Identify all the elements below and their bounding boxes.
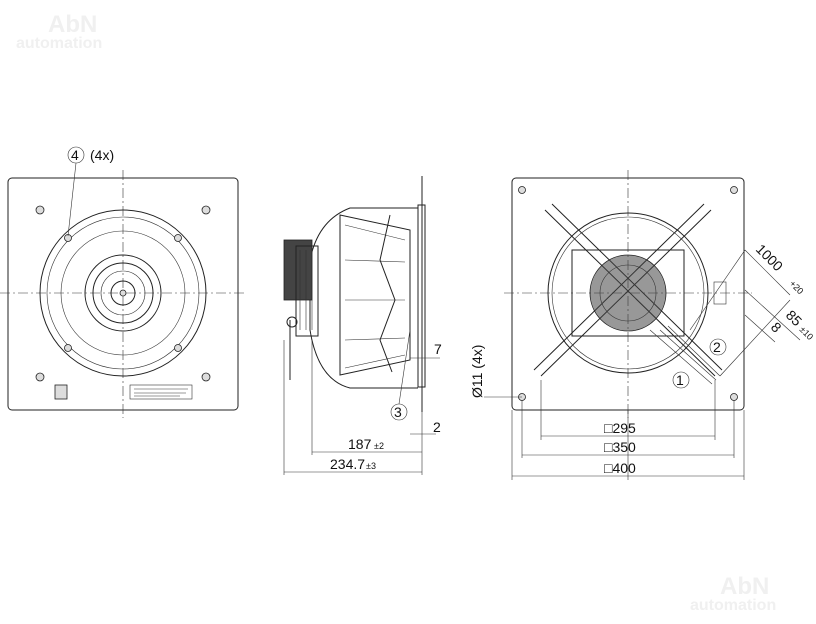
cable-dimensions: 1000 +20 85 ±10 8 xyxy=(649,241,816,385)
svg-text:1000: 1000 xyxy=(753,241,786,274)
svg-text:7: 7 xyxy=(434,341,442,357)
svg-text:AbN: AbN xyxy=(48,11,97,38)
label-sticker xyxy=(54,384,68,400)
front-view: 4 (4x) xyxy=(0,146,246,418)
svg-text:3: 3 xyxy=(394,404,402,420)
svg-text:automation: automation xyxy=(16,35,102,52)
svg-text:□350: □350 xyxy=(604,439,636,455)
side-view: 3 7 2 187 ±2 234.7 ±3 xyxy=(283,176,442,475)
icon-label xyxy=(713,281,727,305)
svg-text:±2: ±2 xyxy=(374,441,384,451)
rear-view: □295 □350 □400 Ø11 (4x) 1000 +20 85 ±10 … xyxy=(469,170,815,480)
svg-text:187: 187 xyxy=(348,436,372,452)
svg-text:±10: ±10 xyxy=(798,324,816,342)
svg-text:automation: automation xyxy=(690,597,776,614)
svg-text:1: 1 xyxy=(676,372,684,388)
svg-text:4: 4 xyxy=(71,147,79,163)
svg-text:Ø11 (4x): Ø11 (4x) xyxy=(469,345,485,398)
svg-text:±3: ±3 xyxy=(366,461,376,471)
mounting-holes xyxy=(35,205,211,382)
watermark-bottom-right: AbN automation xyxy=(690,573,776,614)
svg-text:□400: □400 xyxy=(604,460,636,476)
rear-holes xyxy=(518,186,738,401)
callout-1-circle xyxy=(672,371,690,389)
callout-2-circle xyxy=(709,338,727,356)
rating-plate xyxy=(129,384,193,400)
svg-text:2: 2 xyxy=(713,339,721,355)
svg-text:234.7: 234.7 xyxy=(330,456,365,472)
svg-text:□295: □295 xyxy=(604,420,636,436)
svg-text:AbN: AbN xyxy=(720,573,769,600)
watermark-top-left: AbN automation xyxy=(16,11,102,52)
svg-text:+20: +20 xyxy=(788,278,806,296)
svg-text:(4x): (4x) xyxy=(90,147,114,163)
svg-text:2: 2 xyxy=(433,419,441,435)
